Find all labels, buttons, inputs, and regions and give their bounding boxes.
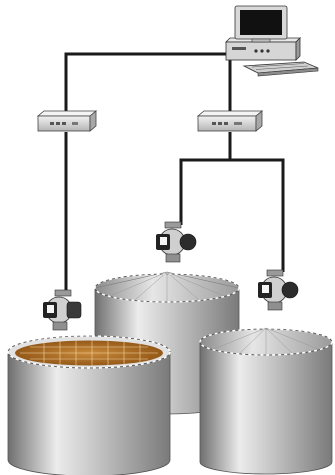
cable-workstation-to-hub-left — [64, 52, 235, 116]
network-cables — [64, 52, 285, 290]
network-hub-icon — [196, 110, 264, 132]
radar-level-gauge-icon — [258, 269, 299, 311]
cable-hub-right-to-gauges — [179, 132, 232, 225]
radar-level-gauge-icon — [156, 221, 197, 263]
radar-level-gauge-icon — [43, 289, 82, 331]
cable-hub-right-to-gauge-right-tank — [230, 158, 285, 272]
computer-workstation-icon — [225, 5, 319, 77]
network-hub-icon — [36, 110, 98, 132]
cone-roof-storage-tank-icon — [199, 327, 333, 475]
open-top-storage-tank-icon — [7, 335, 171, 475]
